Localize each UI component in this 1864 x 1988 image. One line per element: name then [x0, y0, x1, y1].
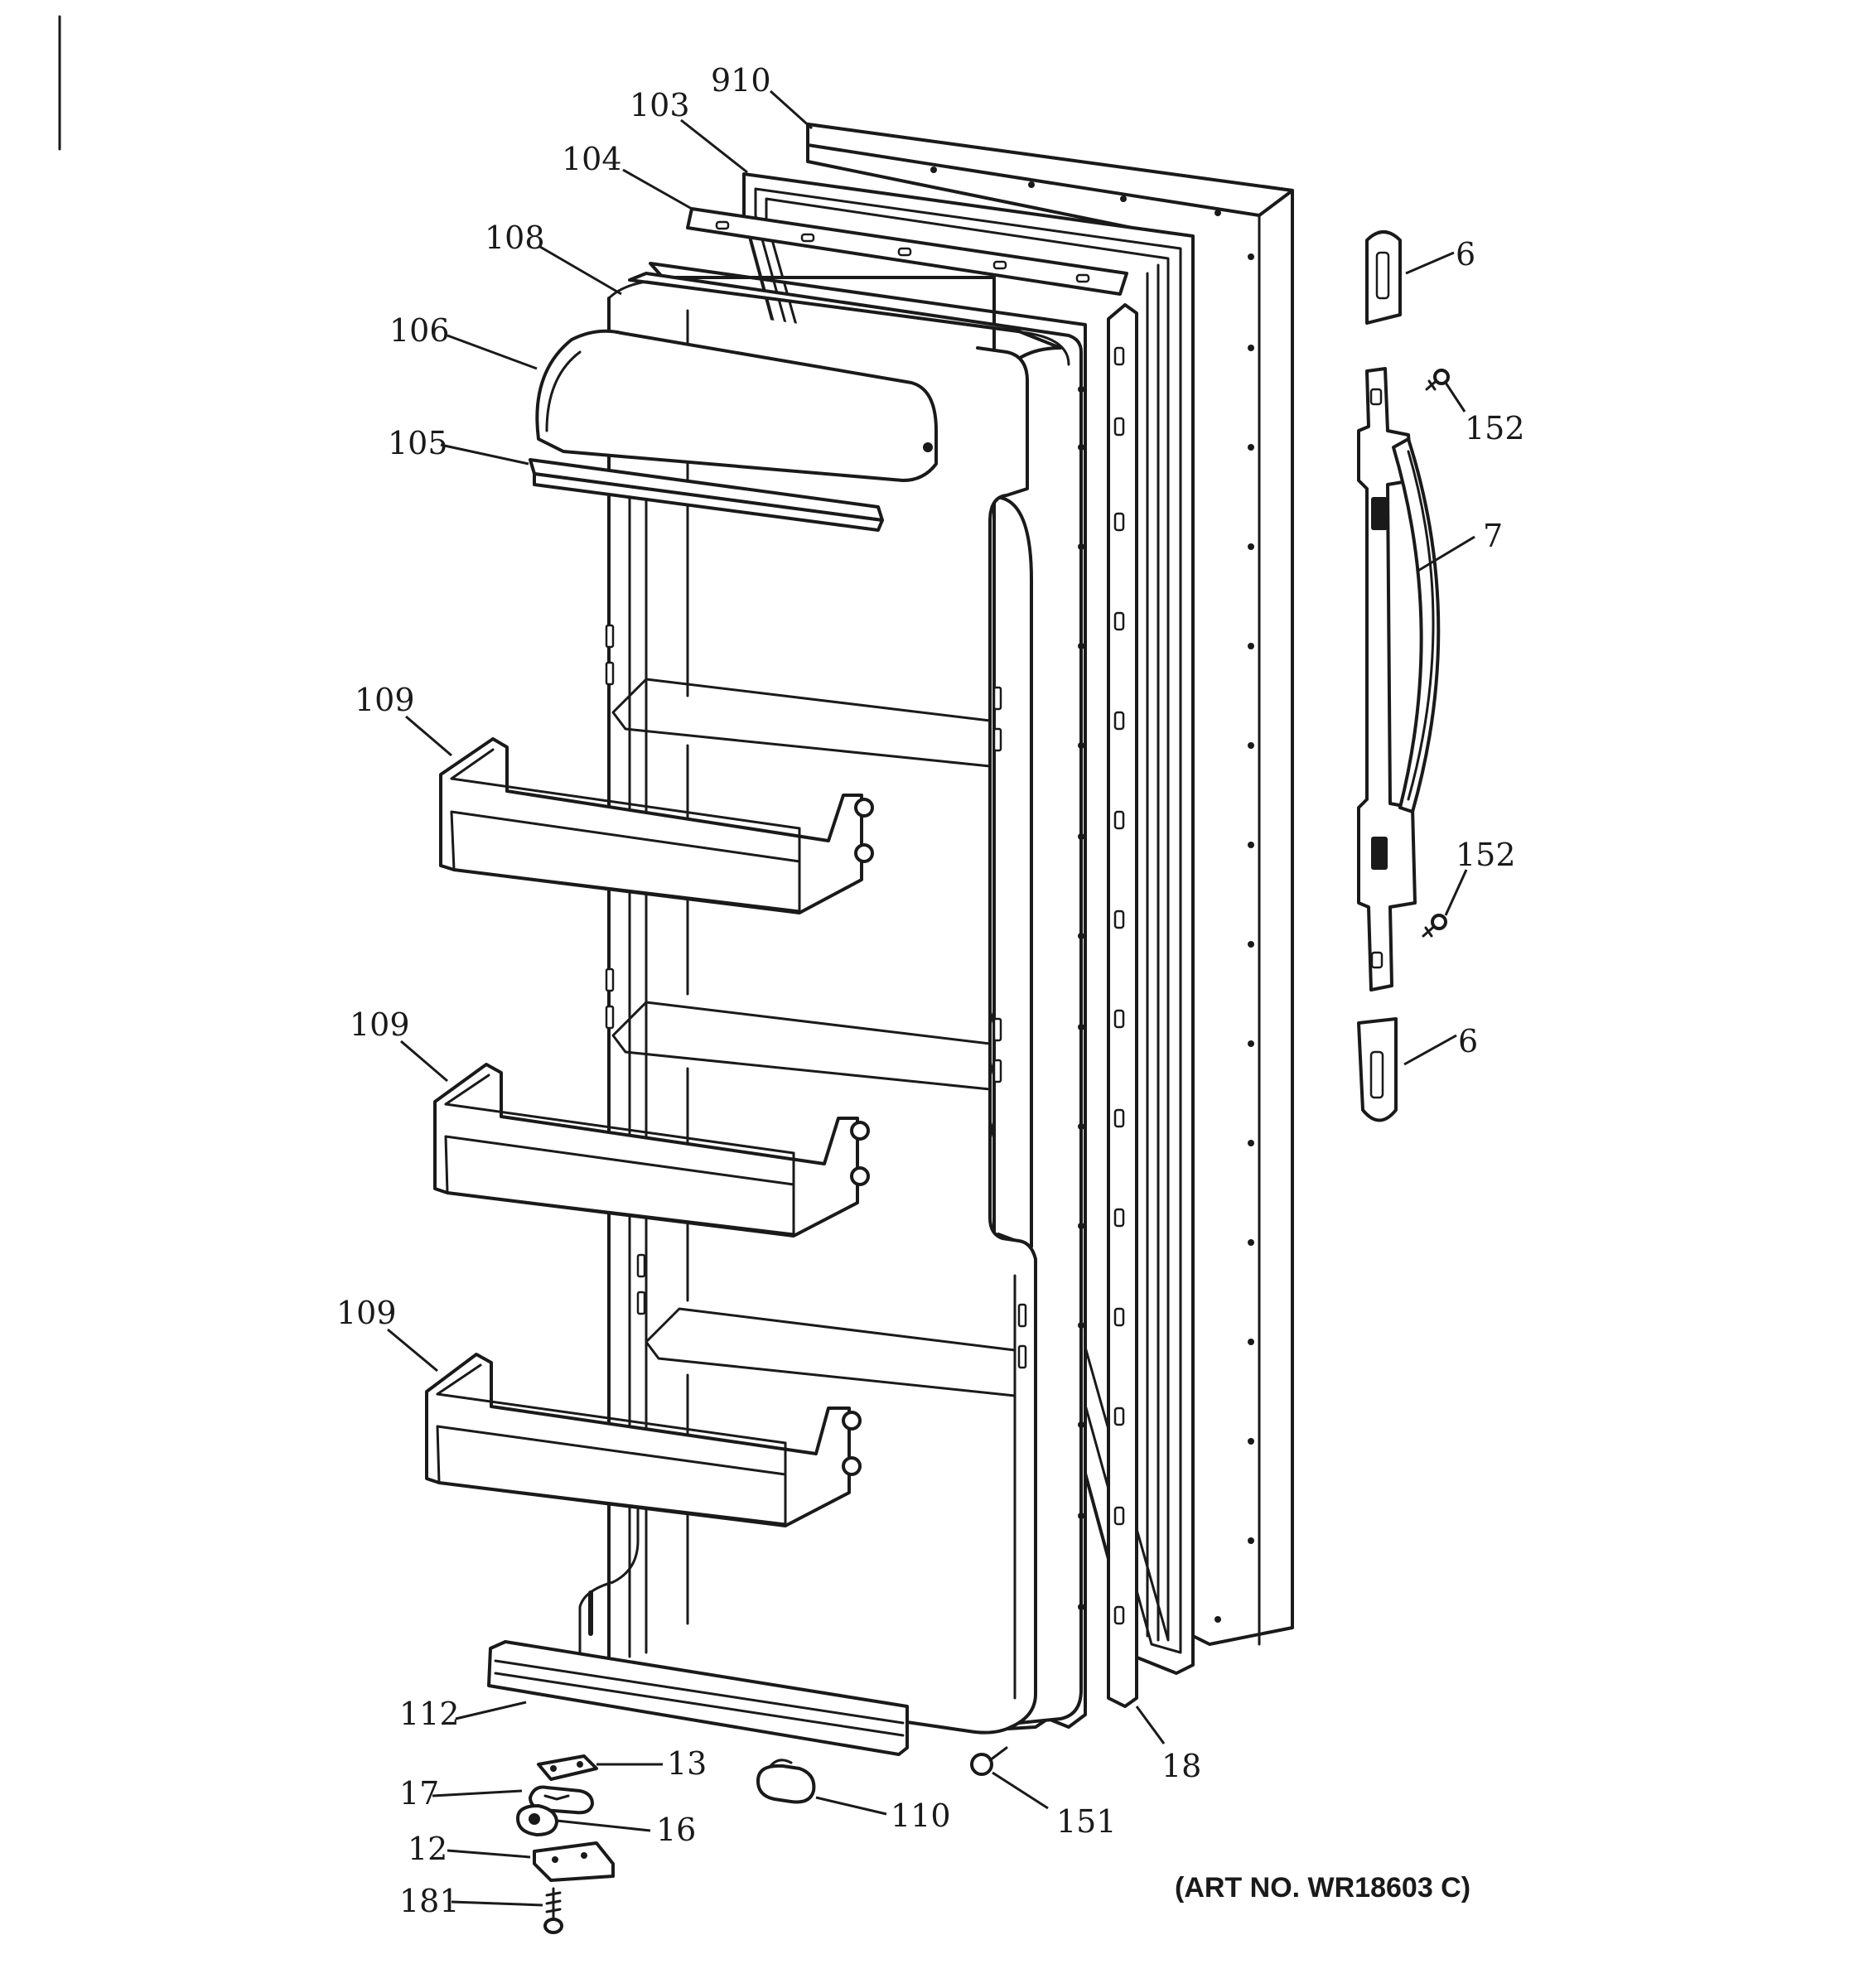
callout-152-bottom: 152 [1456, 837, 1516, 873]
door-panel-holes [930, 166, 1254, 1623]
dairy-compartment-door [535, 329, 938, 482]
callout-104: 104 [562, 141, 622, 177]
callout-109-bottom: 109 [336, 1295, 397, 1331]
hinge-screw [543, 1887, 563, 1934]
top-mounting-strip [686, 207, 1128, 296]
hinge-plate [537, 1754, 598, 1781]
callout-181: 181 [399, 1883, 460, 1919]
hinge-side-strip [1107, 303, 1138, 1708]
callout-105: 105 [388, 425, 448, 461]
bottom-door-trim [487, 1640, 909, 1756]
callout-106: 106 [389, 312, 450, 349]
callout-16: 16 [656, 1812, 696, 1848]
side-strip-slots [1113, 346, 1125, 1625]
door-handle [1357, 367, 1441, 992]
callout-910: 910 [711, 62, 771, 99]
callout-6-bottom: 6 [1458, 1023, 1478, 1059]
callout-18: 18 [1161, 1748, 1201, 1784]
door-bin-top [439, 737, 874, 914]
callout-17: 17 [399, 1775, 439, 1812]
outer-door-panel [806, 123, 1294, 1646]
callout-13: 13 [667, 1745, 707, 1782]
liner-edge-holes [1078, 386, 1084, 1610]
callout-109-middle: 109 [350, 1006, 410, 1043]
callout-103: 103 [630, 87, 690, 123]
callout-labels: 910 103 104 108 106 105 109 109 109 6 15… [336, 62, 1525, 1919]
callout-12: 12 [408, 1831, 447, 1867]
door-bin-middle [433, 1063, 870, 1238]
callout-7: 7 [1483, 518, 1503, 554]
door-bin-bottom [425, 1353, 862, 1527]
callout-leaders [387, 89, 1475, 1907]
callout-6-top: 6 [1456, 236, 1475, 273]
callout-108: 108 [485, 220, 545, 256]
dairy-door-bar [529, 458, 884, 532]
door-stop [756, 1759, 816, 1804]
handle-end-cap-bottom [1357, 1017, 1398, 1122]
liner-slots [605, 624, 1027, 1369]
callout-151: 151 [1056, 1803, 1117, 1840]
callout-112: 112 [399, 1696, 460, 1732]
callout-152-top: 152 [1465, 410, 1525, 446]
door-liner [578, 262, 1087, 1735]
hinge-bracket [533, 1841, 615, 1882]
handle-end-cap-top [1365, 230, 1402, 325]
handle-screw-bottom [1422, 914, 1447, 938]
hinge-bushing [516, 1804, 558, 1836]
handle-screw-top [1425, 369, 1450, 391]
callout-110: 110 [891, 1797, 951, 1834]
bottom-screw [970, 1746, 1008, 1776]
art-number: (ART NO. WR18603 C) [1175, 1872, 1470, 1904]
callout-109-top: 109 [355, 682, 415, 718]
